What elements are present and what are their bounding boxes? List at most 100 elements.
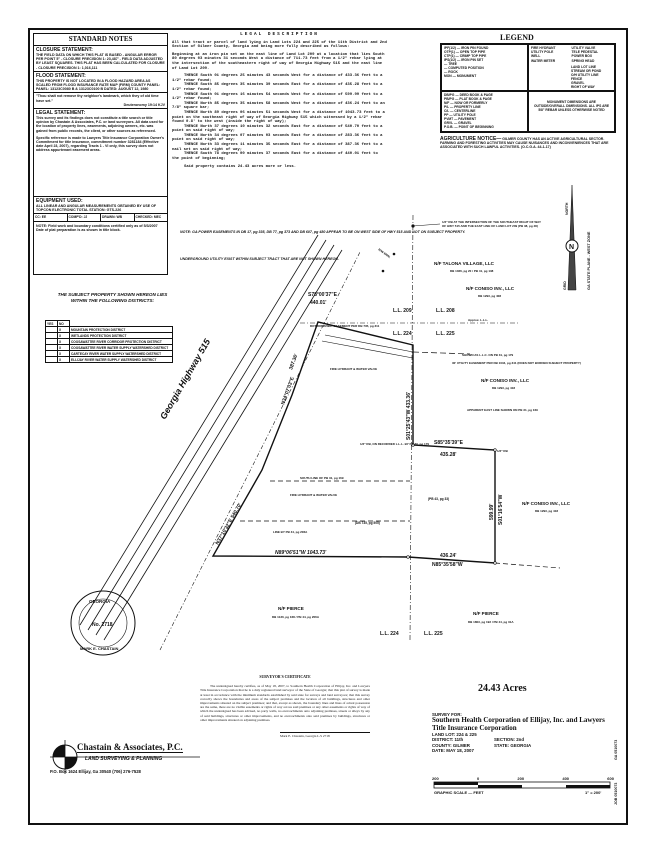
land-lot-line-vertical <box>409 214 414 641</box>
talona-ref: DB 1026, pg 20 / PB 41, pg 138 <box>450 269 494 273</box>
legend-abbreviations: DB/PG — DEED BOOK & PAGE PB/PG — PLAT BO… <box>441 91 528 132</box>
certificate-title: SURVEYOR'S CERTIFICATE <box>259 675 311 679</box>
legal-call: THENCE North 33 degrees 11 minutes 35 se… <box>172 143 383 152</box>
acreage: 24.43 Acres <box>478 683 527 694</box>
legend-item: TELE PEDESTAL <box>571 50 599 55</box>
legal-call: THENCE South 78 degrees 00 minutes 37 se… <box>172 152 378 161</box>
scale-ratio: 1" = 200' <box>585 790 602 795</box>
ll-209: L.L. 209 <box>393 308 412 314</box>
coniso-owner-3: N/F CONISO INV., LLC <box>522 501 571 506</box>
pin-intersection-note: 1/2" RB AT THE INTERSECTION OF THE SOUTH… <box>442 220 541 228</box>
section: SECTION: 2nd <box>494 737 525 743</box>
iron-pin <box>411 443 415 447</box>
certificate-text: The undersigned hereby certifies, as of … <box>200 684 370 722</box>
seal-name: MARK E. CHASTAIN <box>80 646 118 651</box>
south-line-label: SOUTH LINE OF PB 31, pg 169 <box>300 476 344 480</box>
fire-hydrant-label-2: FIRE HYDRANT & WATER VALVE <box>330 367 377 371</box>
scripture-quote: "Thou shalt not remove thy neighbor's la… <box>36 94 159 103</box>
call-w3: 387.36' <box>288 353 299 371</box>
legal-description-title: LEGAL DESCRIPTION <box>240 32 319 37</box>
legend-title: LEGEND <box>500 33 534 42</box>
crew-chief: CC: EE <box>34 214 68 221</box>
easement-line <box>324 334 414 353</box>
scale-label: GRAPHIC SCALE — FEET <box>434 790 484 795</box>
legend-item: UTILITY POLE <box>531 50 554 55</box>
legend-item: SPRING HEAD <box>571 58 595 63</box>
side-number-1: GA 0510073 <box>614 739 618 760</box>
equipment-text: ALL LINEAR AND ANGULAR MEASUREMENTS OBTA… <box>36 204 157 213</box>
drawn-by: DRAWN: WB <box>101 214 135 221</box>
line-pb44-label: LINE BY PB 44, pg 206A <box>273 530 308 534</box>
iron-pin <box>493 448 497 452</box>
scale-tick: 600 <box>607 776 614 781</box>
legend-item: — TREE <box>444 62 458 66</box>
legend-symbols-left: IPF(1/2) — IRON PIN FOUND OTP(1) — OPEN … <box>441 44 528 91</box>
underground-utility-note: UNDERGROUND UTILITY EXIST WITHIN SUBJECT… <box>180 257 339 261</box>
power-easement-note: NOTE: GA POWER EASEMENTS IN DB 17, pg 33… <box>180 230 465 234</box>
approx-ll-label: Approx. L.L.L. <box>468 318 488 322</box>
legend-box: IPF(1/2) — IRON PIN FOUND OTP(1) — OPEN … <box>440 43 616 133</box>
legend-line-item: LAND LOT LINE <box>571 64 597 69</box>
land-lot: LAND LOT: 224 & 225 <box>432 732 477 738</box>
state: STATE: GEORGIA <box>494 742 532 748</box>
surveyor-certificate: SURVEYOR'S CERTIFICATE The undersigned h… <box>200 675 370 738</box>
scale-tick: 200 <box>432 776 439 781</box>
abbreviation: PP — UTILITY POLE <box>444 113 476 117</box>
pierce-owner-2: N/F PIERCE <box>473 611 499 616</box>
ll-225: L.L. 225 <box>436 331 455 337</box>
legal-call: THENCE South 01 degrees 16 minutes 54 se… <box>172 92 383 102</box>
client-name: Southern Health Corporation of Ellijay, … <box>432 716 605 732</box>
coniso-owner-1: N/F CONISO INV., LLC <box>466 286 515 291</box>
closure-text: THE FIELD DATA ON WHICH THIS PLAT IS BAS… <box>36 53 165 70</box>
legend-line-item: FENCE <box>571 76 583 81</box>
abbreviation: PB/PG — PLAT BOOK & PAGE <box>444 97 492 101</box>
dot-easement-label: DOT DRIVEWAY EASEMENT PER DB 735, pg 311 <box>310 324 380 328</box>
dist-s1: 436.24' <box>440 553 456 559</box>
shown-llc-note: SHOWN AS L.L.C. ON PB 31, pg 179 <box>462 353 514 357</box>
legend-line-item: GRAVEL <box>571 80 585 85</box>
legend-item: IPS(1/2) — IRON PIN SET <box>444 58 484 62</box>
north-symbol: N <box>569 244 574 251</box>
scripture-source: Deuteronomy 19:14 KJV <box>123 102 165 107</box>
extension-dashed <box>494 562 561 569</box>
legend-symbols-right: FIRE HYDRANT UTILITY VALVE UTILITY POLE … <box>528 44 615 91</box>
closure-heading: CLOSURE STATEMENT: <box>36 47 93 53</box>
legal-closing: Said property contains 24.43 acres more … <box>184 165 297 170</box>
legend-line-item: RIGHT OF WAY <box>571 84 595 89</box>
dist-ne: 435.28' <box>440 452 456 458</box>
talona-owner: N/F TALONA VILLAGE, LLC <box>434 261 495 266</box>
abbreviation: N/F — NOW OR FORMERLY <box>444 101 488 105</box>
fire-hydrant-label: FIRE HYDRANT & WATER VALVE <box>290 493 337 497</box>
equipment-heading: EQUIPMENT USED: <box>36 198 83 205</box>
legend-line-item: O/H UTILITY LINE <box>571 72 599 77</box>
ll-225-south: L.L. 225 <box>424 631 443 637</box>
agriculture-heading: AGRICULTURE NOTICE— <box>440 136 502 142</box>
rw-monument <box>381 269 385 273</box>
zone-label: GA STATE PLANE - WEST ZONE <box>587 231 591 290</box>
district: DISTRICT: 11th <box>432 737 464 743</box>
grid-label: GRID <box>563 281 567 290</box>
legend-line-item: STREAM OR POND <box>571 68 602 73</box>
coniso-ref-2: DB 1293, pg 418 <box>492 386 515 390</box>
pierce-ref-1: DB 1130, pg 168 / PB 44, pg 206A <box>272 615 320 619</box>
flood-heading: FLOOD STATEMENT: <box>36 72 86 79</box>
survey-date: DATE: MAY 18, 2007 <box>432 747 474 753</box>
checked-by: CHECKED: MEC <box>135 215 162 220</box>
legal-call: THENCE North 85 degrees 35 minutes 58 se… <box>172 101 385 111</box>
pierce-ref-2: DB 1803, pg 192 / PB 44, pg 31A <box>468 620 514 624</box>
call-s1: N85°35'58"W <box>432 562 463 568</box>
legal-call: THENCE North 37 degrees 10 minutes 32 se… <box>172 124 383 134</box>
shown-llc-dashed <box>412 351 471 355</box>
firm-name: Chastain & Associates, P.C. <box>77 742 183 753</box>
ll-224-south: L.L. 224 <box>380 631 399 637</box>
db735-label: (DB 735, pg 505) <box>355 521 380 525</box>
flood-text: THIS PROPERTY IS NOT LOCATED IN A FLOOD … <box>36 78 161 92</box>
dist-e2: 599.99' <box>489 504 495 520</box>
easement-line <box>321 340 414 359</box>
pierce-owner-1: N/F PIERCE <box>278 606 304 611</box>
legend-item: WATER METER <box>531 58 556 63</box>
utility-easement-note: 30' UTILITY EASEMENT PER DB 1034, pg 341… <box>452 361 581 365</box>
legal-call: THENCE North 34 degrees 07 minutes 03 se… <box>172 133 383 143</box>
legal-call: THENCE South 85 degrees 35 minutes 39 se… <box>172 83 383 92</box>
